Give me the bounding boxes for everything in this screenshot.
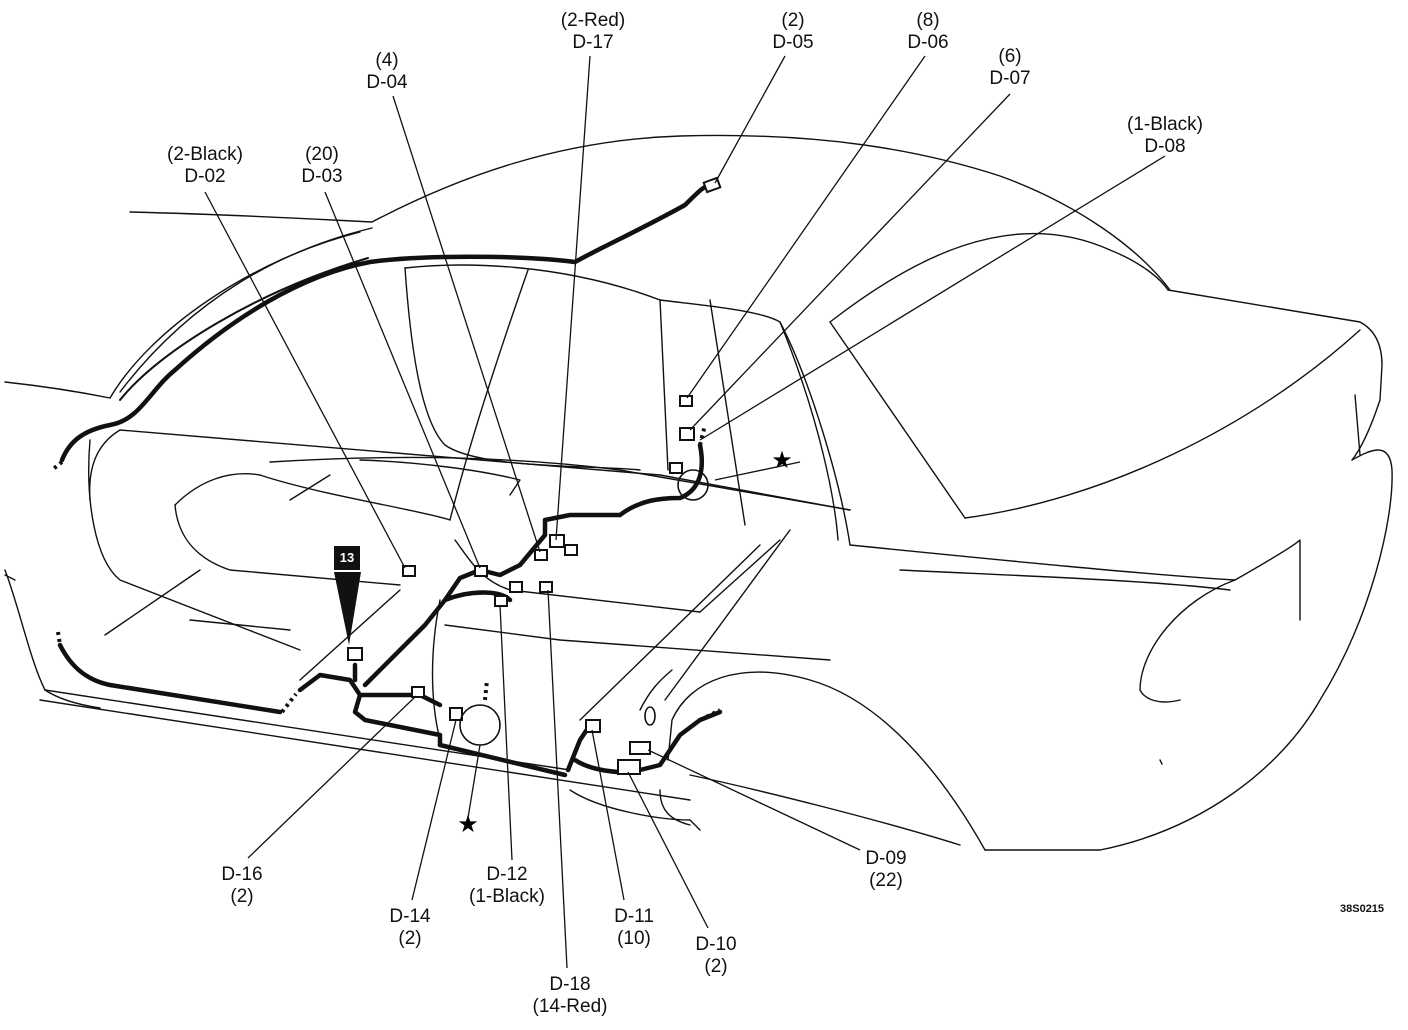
label-d18: D-18(14-Red) (532, 974, 608, 1017)
ground-star-icon: ★ (457, 810, 479, 838)
wire-harness (57, 182, 723, 778)
label-d11: D-11(10) (614, 906, 654, 949)
label-d02: (2-Black)D-02 (166, 144, 244, 187)
label-d08: (1-Black)D-08 (1126, 114, 1204, 157)
location-pointer-icon (334, 572, 361, 645)
figure-code: 38S0215 (1340, 903, 1385, 915)
label-d06: (8)D-06 (907, 10, 949, 53)
label-d17: (2-Red)D-17 (560, 10, 626, 53)
label-d03: (20)D-03 (301, 144, 343, 187)
label-d16: D-16(2) (221, 864, 263, 907)
label-d05: (2)D-05 (772, 10, 814, 53)
label-d14: D-14(2) (389, 906, 431, 949)
ground-star-icon: ★ (771, 446, 793, 474)
reference-badge: 13 (334, 546, 360, 570)
label-d12: D-12(1-Black) (468, 864, 546, 907)
label-d07: (6)D-07 (989, 46, 1031, 89)
car-body-outline (4, 134, 1393, 851)
leader-lines (204, 55, 1166, 969)
connectors (347, 176, 722, 775)
label-d10: D-10(2) (695, 934, 737, 977)
label-d09: D-09(22) (865, 848, 907, 891)
label-d04: (4)D-04 (366, 50, 408, 93)
